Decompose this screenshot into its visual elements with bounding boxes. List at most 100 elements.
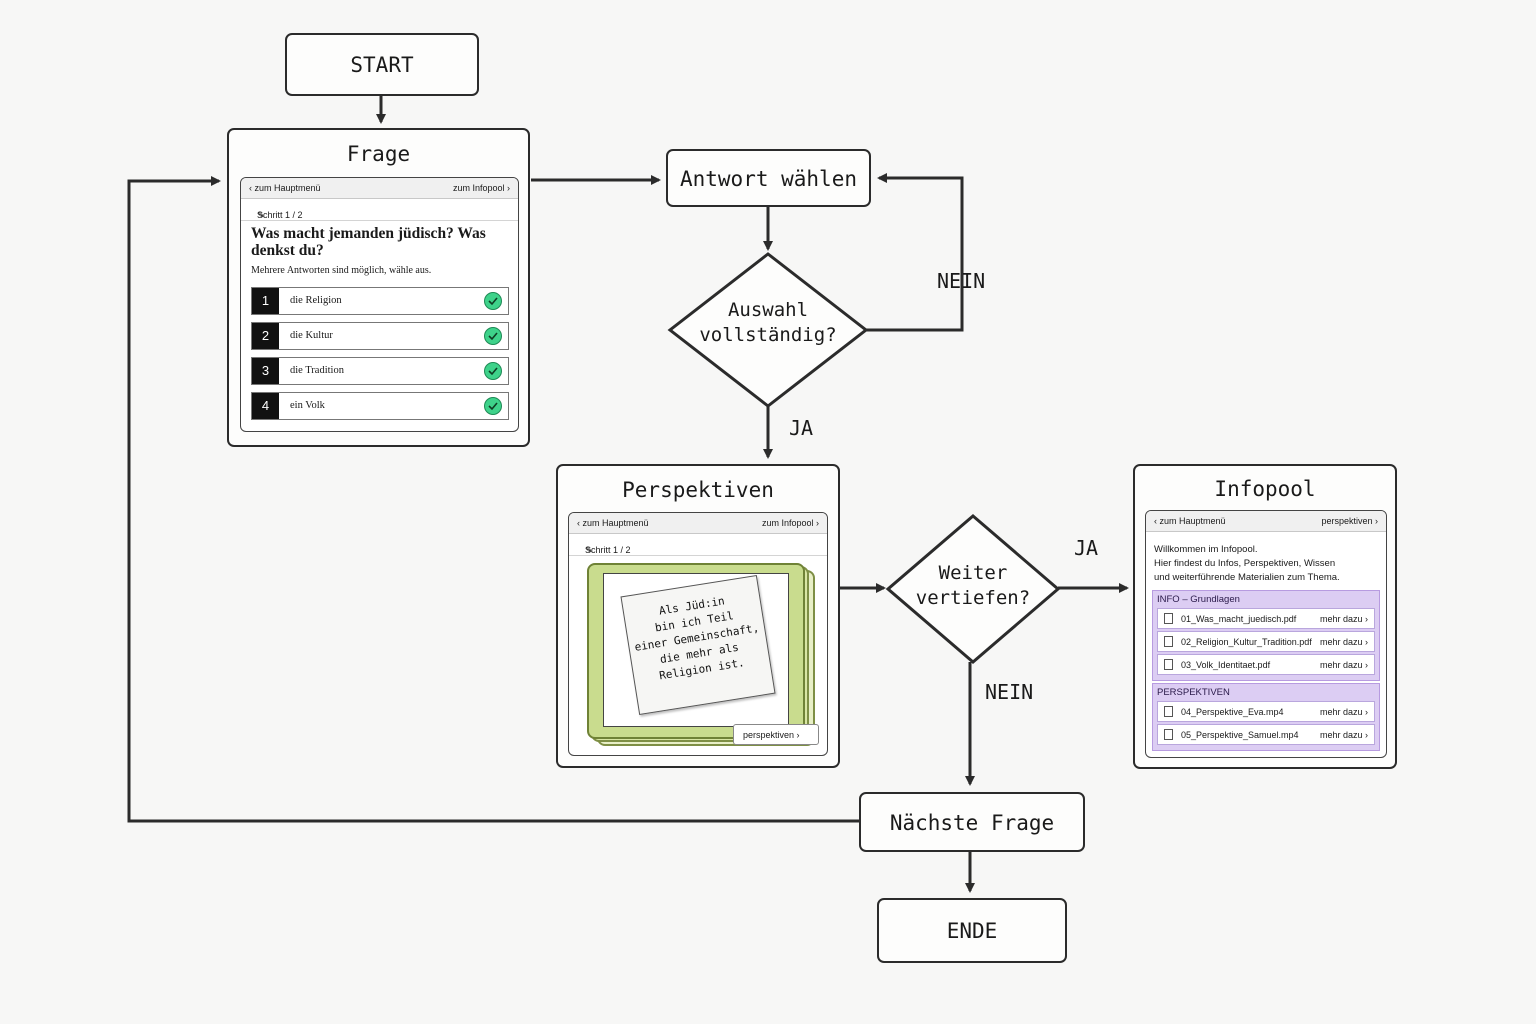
naechste-frage-label: Nächste Frage [889, 811, 1055, 835]
to-perspektiven-label: perspektiven [1321, 516, 1373, 526]
frage-panel: Frage ‹ zum Hauptmenü zum Infopool › ✎ S… [227, 128, 530, 447]
section-header: INFO – Grundlagen [1157, 594, 1240, 605]
answer-text: die Tradition [290, 365, 344, 376]
back-to-menu-label: zum Hauptmenü [254, 183, 321, 193]
file-item[interactable]: 02_Religion_Kultur_Tradition.pdf mehr daz… [1157, 631, 1375, 652]
back-to-menu-label: zum Hauptmenü [582, 518, 649, 528]
question-hint: Mehrere Antworten sind möglich, wähle au… [251, 265, 432, 276]
chevron-right-icon: › [1375, 516, 1378, 526]
perspective-card[interactable]: Als Jüd:in bin ich Teil einer Gemeinscha… [587, 563, 805, 739]
file-item[interactable]: 03_Volk_Identitaet.pdf mehr dazu › [1157, 654, 1375, 675]
perspektiven-nav: ‹ zum Hauptmenü zum Infopool › [569, 513, 827, 534]
edit-icon: ✎ [257, 210, 265, 220]
auswahl-line-1: Auswahl [727, 299, 809, 321]
mehr-dazu-link[interactable]: mehr dazu › [1319, 660, 1368, 670]
file-icon [1164, 613, 1173, 624]
to-infopool-link[interactable]: zum Infopool › [453, 183, 510, 193]
auswahl-decision [667, 252, 869, 408]
answer-number: 3 [252, 358, 279, 384]
check-icon[interactable] [484, 327, 502, 345]
chevron-left-icon: ‹ [577, 518, 580, 528]
to-infopool-link[interactable]: zum Infopool › [762, 518, 819, 528]
check-icon[interactable] [484, 362, 502, 380]
check-icon[interactable] [484, 292, 502, 310]
perspektiven-screen: ‹ zum Hauptmenü zum Infopool › ✎ Schritt… [568, 512, 828, 756]
mehr-dazu-link[interactable]: mehr dazu › [1319, 707, 1368, 717]
nein-label-weiter: NEIN [985, 680, 1034, 704]
frage-screen: ‹ zum Hauptmenü zum Infopool › ✎ Schritt… [240, 177, 519, 432]
file-item[interactable]: 01_Was_macht_juedisch.pdf mehr dazu › [1157, 608, 1375, 629]
perspektiven-step: ✎ Schritt 1 / 2 [569, 533, 827, 556]
auswahl-text: Auswahl vollständig? [690, 298, 846, 348]
edit-icon: ✎ [585, 545, 593, 555]
to-infopool-label: zum Infopool [761, 518, 814, 528]
to-infopool-label: zum Infopool [452, 183, 505, 193]
start-label: START [350, 53, 414, 77]
info-section: INFO – Grundlagen 01_Was_macht_juedisch.p… [1152, 590, 1380, 681]
weiter-decision [885, 514, 1061, 664]
check-icon[interactable] [484, 397, 502, 415]
step-label: Schritt 1 / 2 [257, 210, 303, 220]
chevron-left-icon: ‹ [1154, 516, 1157, 526]
file-name: 01_Was_macht_juedisch.pdf [1181, 614, 1297, 624]
weiter-line-1: Weiter [938, 562, 1008, 584]
chevron-right-icon: › [1365, 614, 1368, 624]
chevron-right-icon: › [1365, 707, 1368, 717]
mehr-dazu-link[interactable]: mehr dazu › [1319, 614, 1368, 624]
infopool-panel: Infopool ‹ zum Hauptmenü perspektiven › … [1133, 464, 1397, 769]
infopool-screen: ‹ zum Hauptmenü perspektiven › Willkomme… [1145, 510, 1387, 758]
back-to-menu-link[interactable]: ‹ zum Hauptmenü [249, 183, 321, 193]
frage-nav: ‹ zum Hauptmenü zum Infopool › [241, 178, 518, 199]
auswahl-line-2: vollständig? [699, 324, 837, 346]
intro-line-2: Hier findest du Infos, Perspektiven, Wis… [1154, 558, 1336, 569]
answer-option[interactable]: 3 die Tradition [251, 357, 509, 385]
answer-text: ein Volk [290, 400, 325, 411]
answer-text: die Kultur [290, 330, 333, 341]
chevron-right-icon: › [1365, 660, 1368, 670]
frage-title: Frage [346, 142, 411, 166]
infopool-nav: ‹ zum Hauptmenü perspektiven › [1146, 511, 1386, 532]
answer-option[interactable]: 2 die Kultur [251, 322, 509, 350]
infopool-intro: Willkommen im Infopool. Hier findest du … [1154, 543, 1340, 585]
section-header: PERSPEKTIVEN [1157, 687, 1230, 698]
chevron-right-icon: › [796, 730, 800, 740]
to-perspektiven-link[interactable]: perspektiven › [1321, 516, 1378, 526]
note-text: Als Jüd:in bin ich Teil einer Gemeinscha… [623, 588, 770, 688]
question-text: Was macht jemanden jüdisch? Was denkst d… [251, 225, 486, 259]
back-to-menu-link[interactable]: ‹ zum Hauptmenü [1154, 516, 1226, 526]
perspektiven-button[interactable]: perspektiven › [733, 724, 819, 745]
file-name: 03_Volk_Identitaet.pdf [1181, 660, 1271, 670]
intro-line-3: und weiterführende Materialien zum Thema… [1154, 572, 1340, 583]
file-name: 02_Religion_Kultur_Tradition.pdf [1181, 637, 1312, 647]
file-name: 04_Perspektive_Eva.mp4 [1181, 707, 1284, 717]
answer-option[interactable]: 4 ein Volk [251, 392, 509, 420]
ende-label: ENDE [946, 919, 998, 943]
ja-label-weiter: JA [1074, 536, 1099, 560]
file-icon [1164, 729, 1173, 740]
answer-number: 2 [252, 323, 279, 349]
mehr-dazu-link[interactable]: mehr dazu › [1319, 730, 1368, 740]
chevron-right-icon: › [1365, 637, 1368, 647]
chevron-right-icon: › [507, 183, 510, 193]
ja-label-auswahl: JA [789, 416, 814, 440]
chevron-left-icon: ‹ [249, 183, 252, 193]
back-to-menu-label: zum Hauptmenü [1159, 516, 1226, 526]
perspektiven-button-label: perspektiven [743, 730, 795, 740]
antwort-node: Antwort wählen [666, 149, 871, 207]
answer-number: 4 [252, 393, 279, 419]
file-icon [1164, 636, 1173, 647]
file-item[interactable]: 04_Perspektive_Eva.mp4 mehr dazu › [1157, 701, 1375, 722]
intro-line-1: Willkommen im Infopool. [1154, 544, 1258, 555]
naechste-frage-node: Nächste Frage [859, 792, 1085, 852]
weiter-text: Weiter vertiefen? [903, 561, 1043, 611]
perspektiven-panel: Perspektiven ‹ zum Hauptmenü zum Infopoo… [556, 464, 840, 768]
chevron-right-icon: › [1365, 730, 1368, 740]
weiter-line-2: vertiefen? [915, 587, 1031, 609]
antwort-label: Antwort wählen [679, 167, 857, 191]
start-node: START [285, 33, 479, 96]
mehr-dazu-link[interactable]: mehr dazu › [1319, 637, 1368, 647]
back-to-menu-link[interactable]: ‹ zum Hauptmenü [577, 518, 649, 528]
